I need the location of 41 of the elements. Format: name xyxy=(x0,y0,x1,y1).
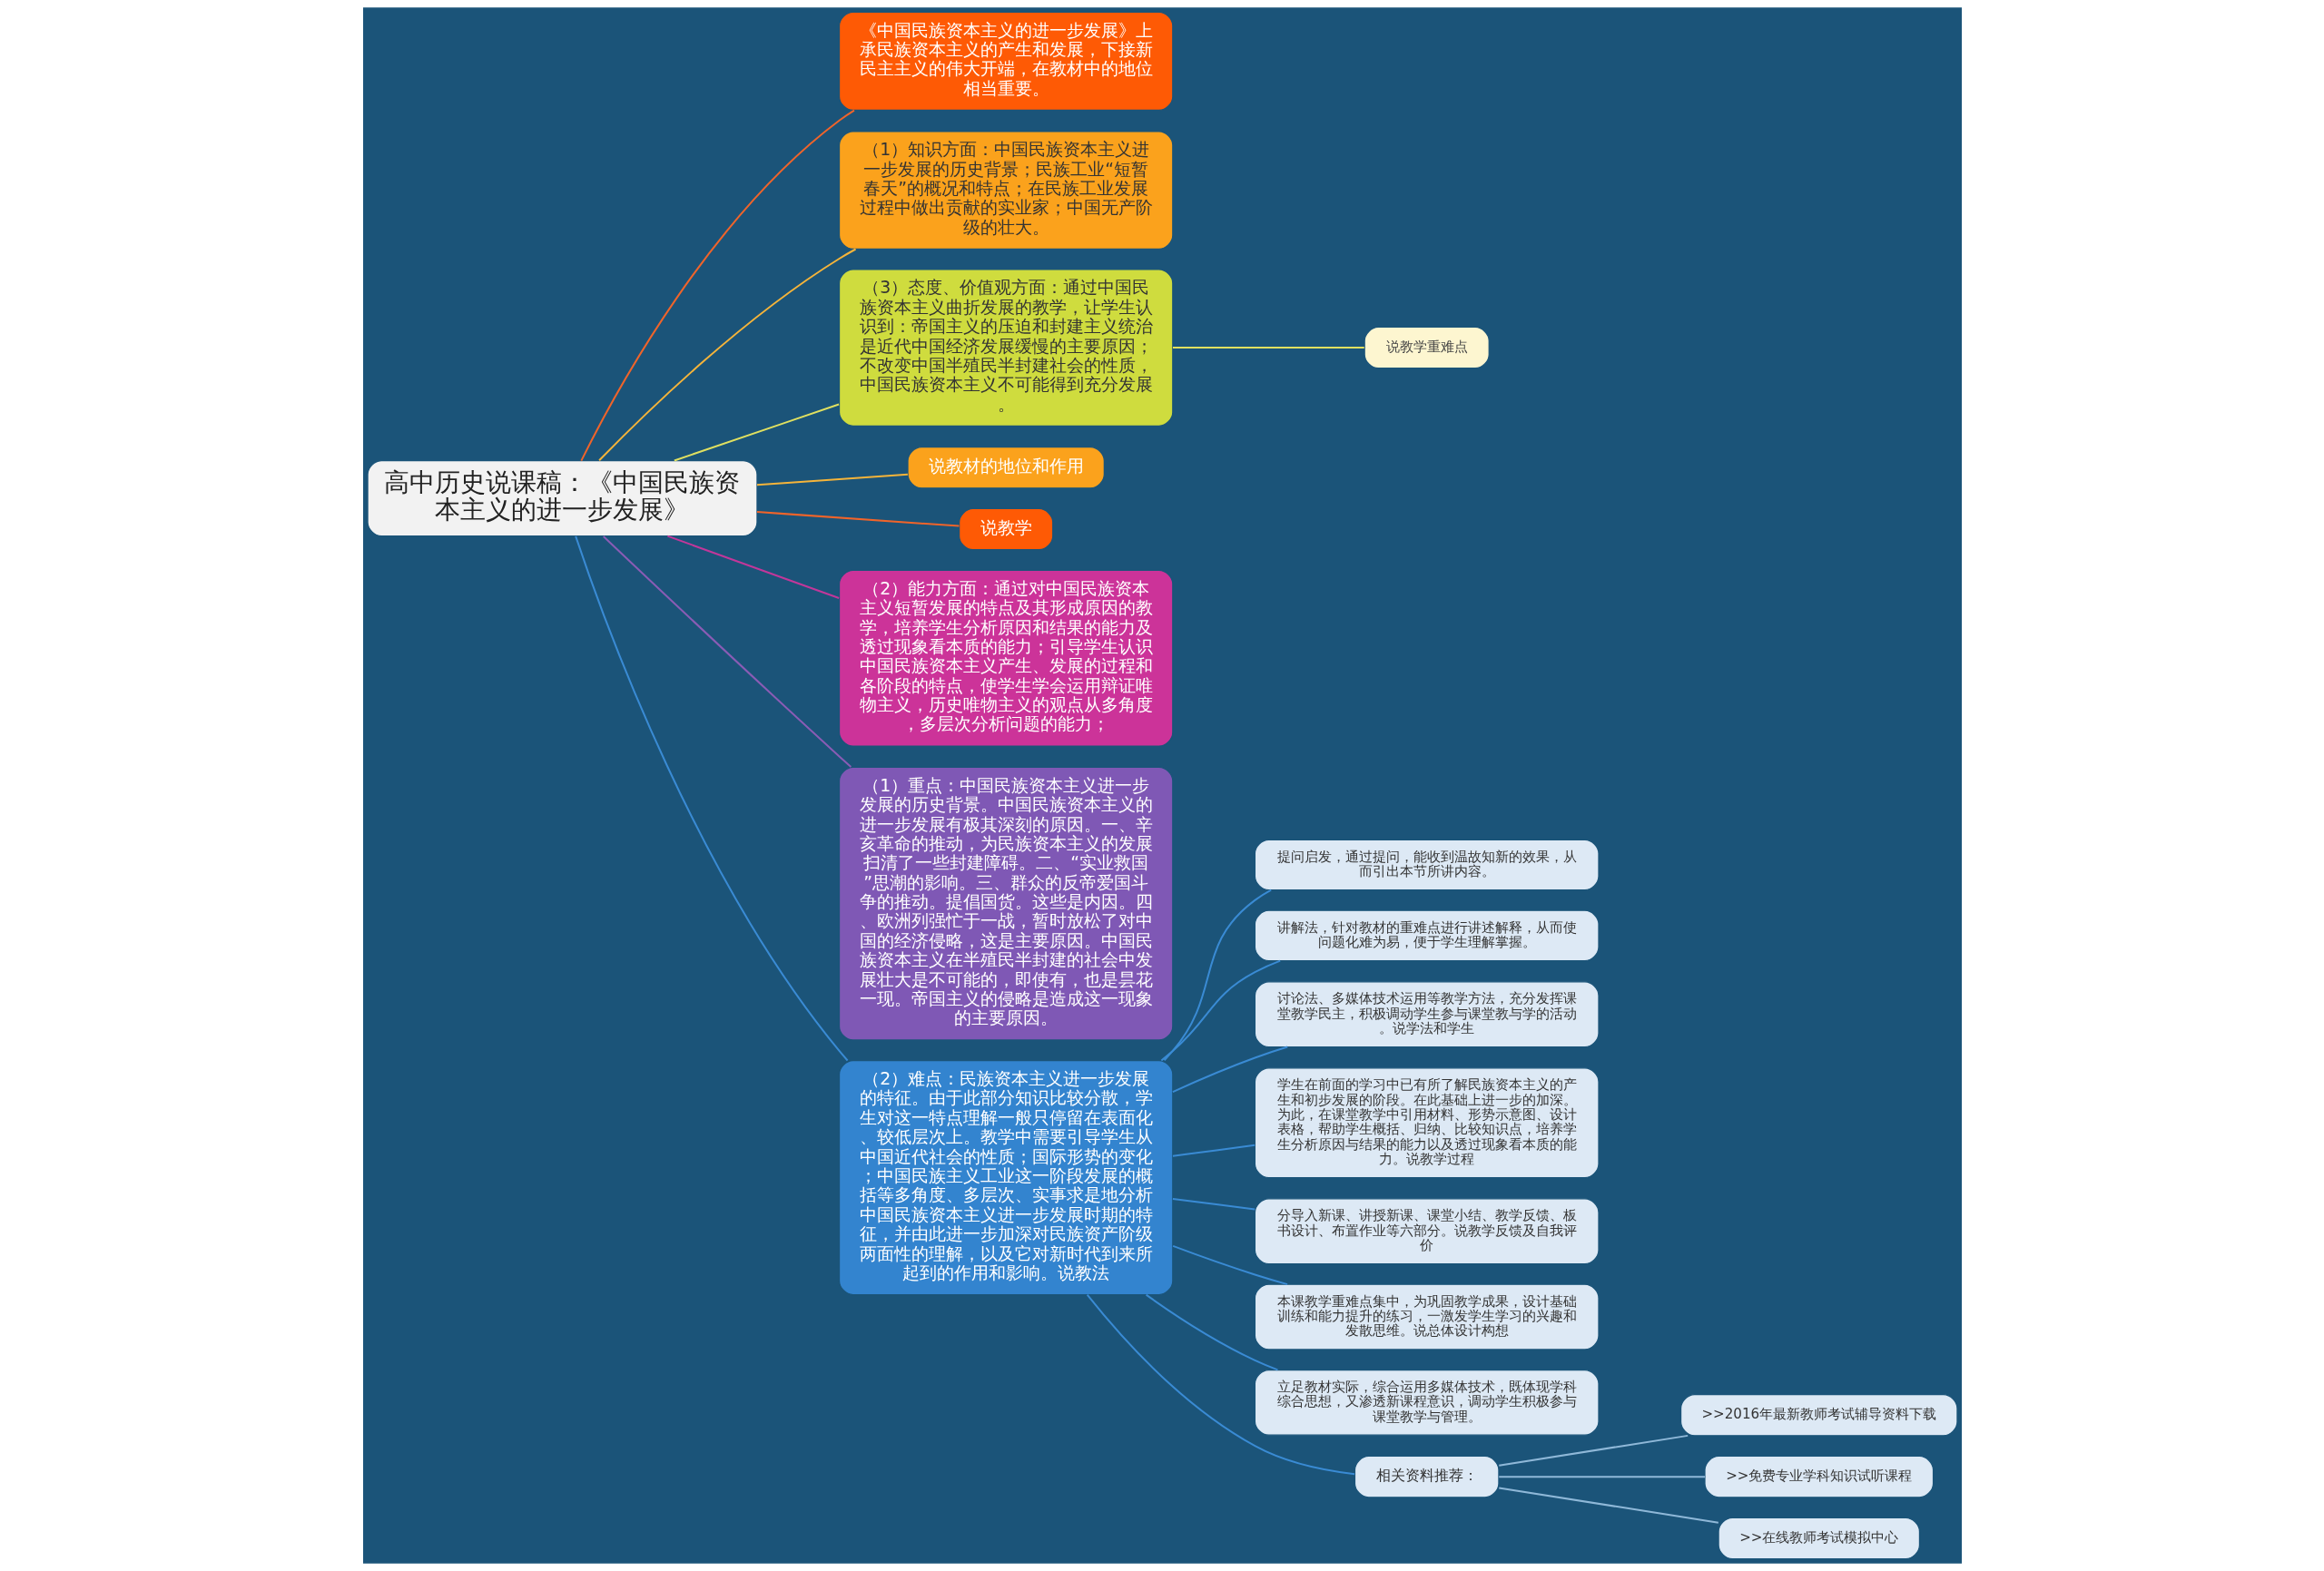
connector xyxy=(1163,889,1272,1061)
connector xyxy=(1498,1487,1718,1524)
node-box: >>免费专业学科知识试听课程 xyxy=(1703,1455,1934,1498)
node-box: 高中历史说课稿：《中国民族资本主义的进一步发展》 xyxy=(366,460,758,537)
node-box: 讨论法、多媒体技术运用等教学方法，充分发挥课堂教学民主，积极调动学生参与课堂教与学的活动。说学法和学生 xyxy=(1254,981,1600,1048)
connector xyxy=(1172,1144,1255,1157)
node-box: （3）态度、价值观方面：通过中国民族资本主义曲折发展的教学，让学生认识到：帝国主义的压迫和封建主义统治是近代中国经济发展缓慢的主要原因；不改变中国半殖民半封建社会的性质，中国民族资本主义不可能得到充分发展。 xyxy=(838,269,1173,427)
node-box: （1）知识方面：中国民族资本主义进一步发展的历史背景；民族工业“短暂春天”的概况和特点；在民族工业发展过程中做出贡献的实业家；中国无产阶级的壮大。 xyxy=(838,131,1173,250)
connector xyxy=(597,248,856,462)
connector xyxy=(666,535,839,599)
connector xyxy=(1086,1293,1354,1476)
node-box: 说教学 xyxy=(958,507,1053,551)
node-box: 讲解法，针对教材的重难点进行讲述解释，从而使问题化难为易，便于学生理解掌握。 xyxy=(1254,909,1600,962)
node-box: 学生在前面的学习中已有所了解民族资本主义的产生和初步发展的阶段。在此基础上进一步的加深。为此，在课堂教学中引用材料、形势示意图、设计表格，帮助学生概括、归纳、比较知识点，培养学生分析原因与结果的能力以及透过现象看本质的能力。说教学过程 xyxy=(1254,1067,1600,1179)
connector xyxy=(673,403,839,462)
connector xyxy=(1171,1046,1288,1093)
node-box: 说教材的地位和作用 xyxy=(906,446,1105,489)
connector xyxy=(574,535,848,1062)
node-box: （2）能力方面：通过对中国民族资本主义短暂发展的特点及其形成原因的教学，培养学生分析原因和结果的能力及透过现象看本质的能力；引导学生认识中国民族资本主义产生、发展的过程和各阶段的特点，使学生学会运用辩证唯物主义，历史唯物主义的观点从多角度，多层次分析问题的能力； xyxy=(838,569,1173,747)
node-box: 相关资料推荐： xyxy=(1354,1455,1500,1498)
connector xyxy=(1172,1198,1255,1211)
node-box: 说教学重难点 xyxy=(1364,326,1490,369)
connector xyxy=(1172,347,1364,349)
connector xyxy=(579,109,855,462)
node-box: 《中国民族资本主义的进一步发展》上承民族资本主义的产生和发展，下接新民主主义的伟大开端，在教材中的地位相当重要。 xyxy=(838,11,1173,112)
connector xyxy=(1145,1293,1278,1371)
connector xyxy=(1160,959,1281,1062)
node-box: （2）难点：民族资本主义进一步发展的特征。由于此部分知识比较分散，学生对这一特点理解一般只停留在表面化、较低层次上。教学中需要引导学生从中国近代社会的性质；国际形势的变化；中国民族主义工业这一阶段发展的概括等多角度、多层次、实事求是地分析中国民族资本主义进一步发展时期的特征，并由此进一步加深对民族资产阶级两面性的理解，以及它对新时代到来所起到的作用和影响。说教法 xyxy=(838,1060,1173,1296)
node-box: 提问启发，通过提问，能收到温故知新的效果，从而引出本节所讲内容。 xyxy=(1254,839,1600,891)
node-box: 分导入新课、讲授新课、课堂小结、教学反馈、板书设计、布置作业等六部分。说教学反馈及自我评价 xyxy=(1254,1198,1600,1265)
connector xyxy=(756,511,960,527)
connector xyxy=(602,535,852,768)
connector xyxy=(1498,1434,1688,1467)
connector xyxy=(756,473,908,486)
node-box: 本课教学重难点集中，为巩固教学成果，设计基础训练和能力提升的练习，一激发学生学习的兴趣和发散思维。说总体设计构想 xyxy=(1254,1283,1600,1350)
node-box: （1）重点：中国民族资本主义进一步发展的历史背景。中国民族资本主义的进一步发展有极其深刻的原因。一、辛亥革命的推动，为民族资本主义的发展扫清了一些封建障碍。二、“实业救国”思潮的影响。三、群众的反帝爱国斗争的推动。提倡国货。这些是内因。四、欧洲列强忙于一战，暂时放松了对中国的经济侵略，这是主要原因。中国民族资本主义在半殖民半封建的社会中发展壮大是不可能的，即使有，也是昙花一现。帝国主义的侵略是造成这一现象的主要原因。 xyxy=(838,766,1173,1041)
node-box: 立足教材实际，综合运用多媒体技术，既体现学科综合思想，又渗透新课程意识，调动学生积极参与课堂教学与管理。 xyxy=(1254,1369,1600,1436)
connector xyxy=(1172,1245,1287,1286)
connector xyxy=(1498,1476,1705,1478)
node-box: >>2016年最新教师考试辅导资料下载 xyxy=(1679,1393,1958,1437)
node-box: >>在线教师考试模拟中心 xyxy=(1717,1517,1920,1560)
